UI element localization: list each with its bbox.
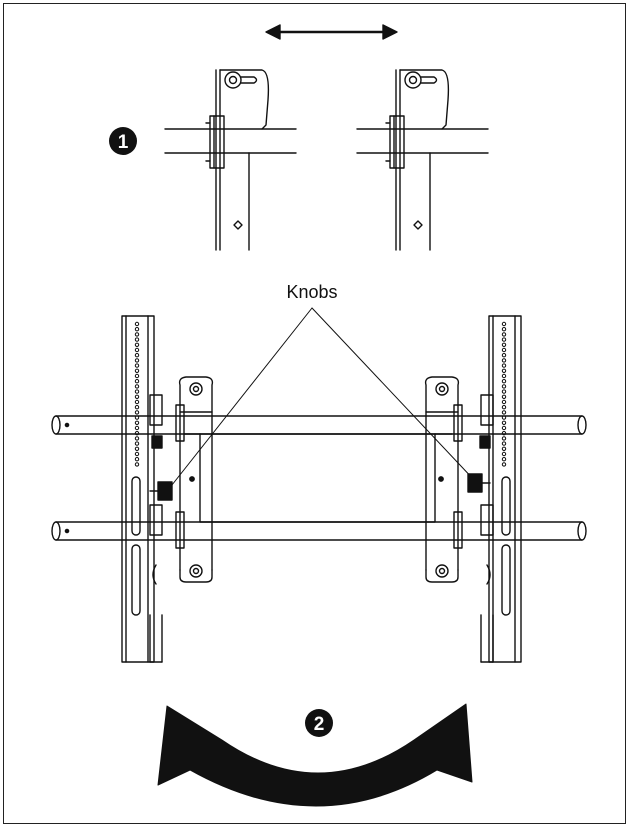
adjustment-hole: [134, 337, 140, 342]
adjustment-hole: [134, 420, 140, 425]
adjustment-hole: [134, 441, 140, 446]
adjustment-hole: [501, 363, 507, 368]
adjustment-hole: [134, 425, 140, 431]
step-one-left-bracket: [164, 69, 297, 251]
step-two-badge: 2: [305, 709, 333, 737]
adjustment-hole: [134, 353, 140, 358]
adjustment-hole: [134, 431, 140, 436]
right-knob-icon: [467, 435, 491, 493]
adjustment-hole: [501, 332, 507, 337]
adjustment-hole: [501, 457, 507, 462]
adjustment-hole: [134, 373, 140, 379]
adjustment-hole: [134, 451, 140, 457]
adjustment-hole: [501, 368, 507, 373]
step-one-badge: 1: [109, 127, 137, 155]
knobs-label: Knobs: [286, 282, 337, 302]
adjustment-hole: [501, 373, 507, 379]
adjustment-hole: [501, 436, 507, 441]
adjustment-hole: [134, 446, 140, 451]
adjustment-hole: [501, 358, 507, 363]
adjustment-hole: [134, 321, 140, 327]
adjustment-hole: [134, 399, 140, 405]
adjustment-hole: [134, 342, 140, 347]
adjustment-hole: [134, 327, 140, 332]
adjustment-hole: [134, 384, 140, 389]
knobs-leader-lines: [167, 307, 477, 491]
adjustment-hole: [134, 405, 140, 410]
adjustment-hole: [134, 379, 140, 384]
adjustment-hole: [134, 415, 140, 420]
adjustment-hole: [501, 441, 507, 446]
adjustment-hole: [134, 358, 140, 363]
adjustment-hole: [134, 394, 140, 399]
adjustment-hole: [501, 337, 507, 342]
adjustment-hole: [501, 420, 507, 425]
adjustment-hole: [134, 363, 140, 368]
adjustment-hole: [134, 457, 140, 462]
adjustment-hole: [501, 446, 507, 451]
adjustment-hole: [501, 342, 507, 347]
step-one-number: 1: [118, 132, 129, 153]
adjustment-hole: [134, 368, 140, 373]
adjustment-hole: [501, 410, 507, 415]
adjustment-hole: [501, 394, 507, 399]
left-knob-icon: [149, 435, 173, 501]
adjustment-hole: [501, 389, 507, 394]
tilt-curved-arrow-icon: [157, 703, 473, 807]
figure-frame: [3, 3, 626, 824]
adjustment-hole: [134, 389, 140, 394]
adjustment-hole: [501, 415, 507, 420]
adjustment-hole: [134, 436, 140, 441]
adjustment-hole: [501, 379, 507, 384]
left-tv-arm: [175, 376, 214, 583]
right-tv-arm: [424, 376, 463, 583]
adjustment-hole: [501, 405, 507, 410]
adjustment-hole: [501, 431, 507, 436]
step-one-right-bracket: [356, 69, 489, 251]
left-wall-plate: [121, 315, 163, 663]
adjustment-hole: [134, 332, 140, 337]
adjustment-hole: [501, 384, 507, 389]
slide-double-arrow-icon: [265, 24, 398, 40]
adjustment-hole: [501, 347, 507, 353]
adjustment-hole: [501, 462, 507, 467]
right-wall-plate: [480, 315, 522, 663]
adjustment-hole: [501, 399, 507, 405]
adjustment-hole: [501, 425, 507, 431]
adjustment-hole: [501, 451, 507, 457]
adjustment-hole: [501, 327, 507, 332]
centre-frame: [183, 433, 453, 523]
adjustment-hole: [134, 347, 140, 353]
adjustment-hole: [134, 462, 140, 467]
step-two-number: 2: [314, 714, 325, 735]
adjustment-hole: [134, 410, 140, 415]
adjustment-hole: [501, 353, 507, 358]
adjustment-hole: [501, 321, 507, 327]
